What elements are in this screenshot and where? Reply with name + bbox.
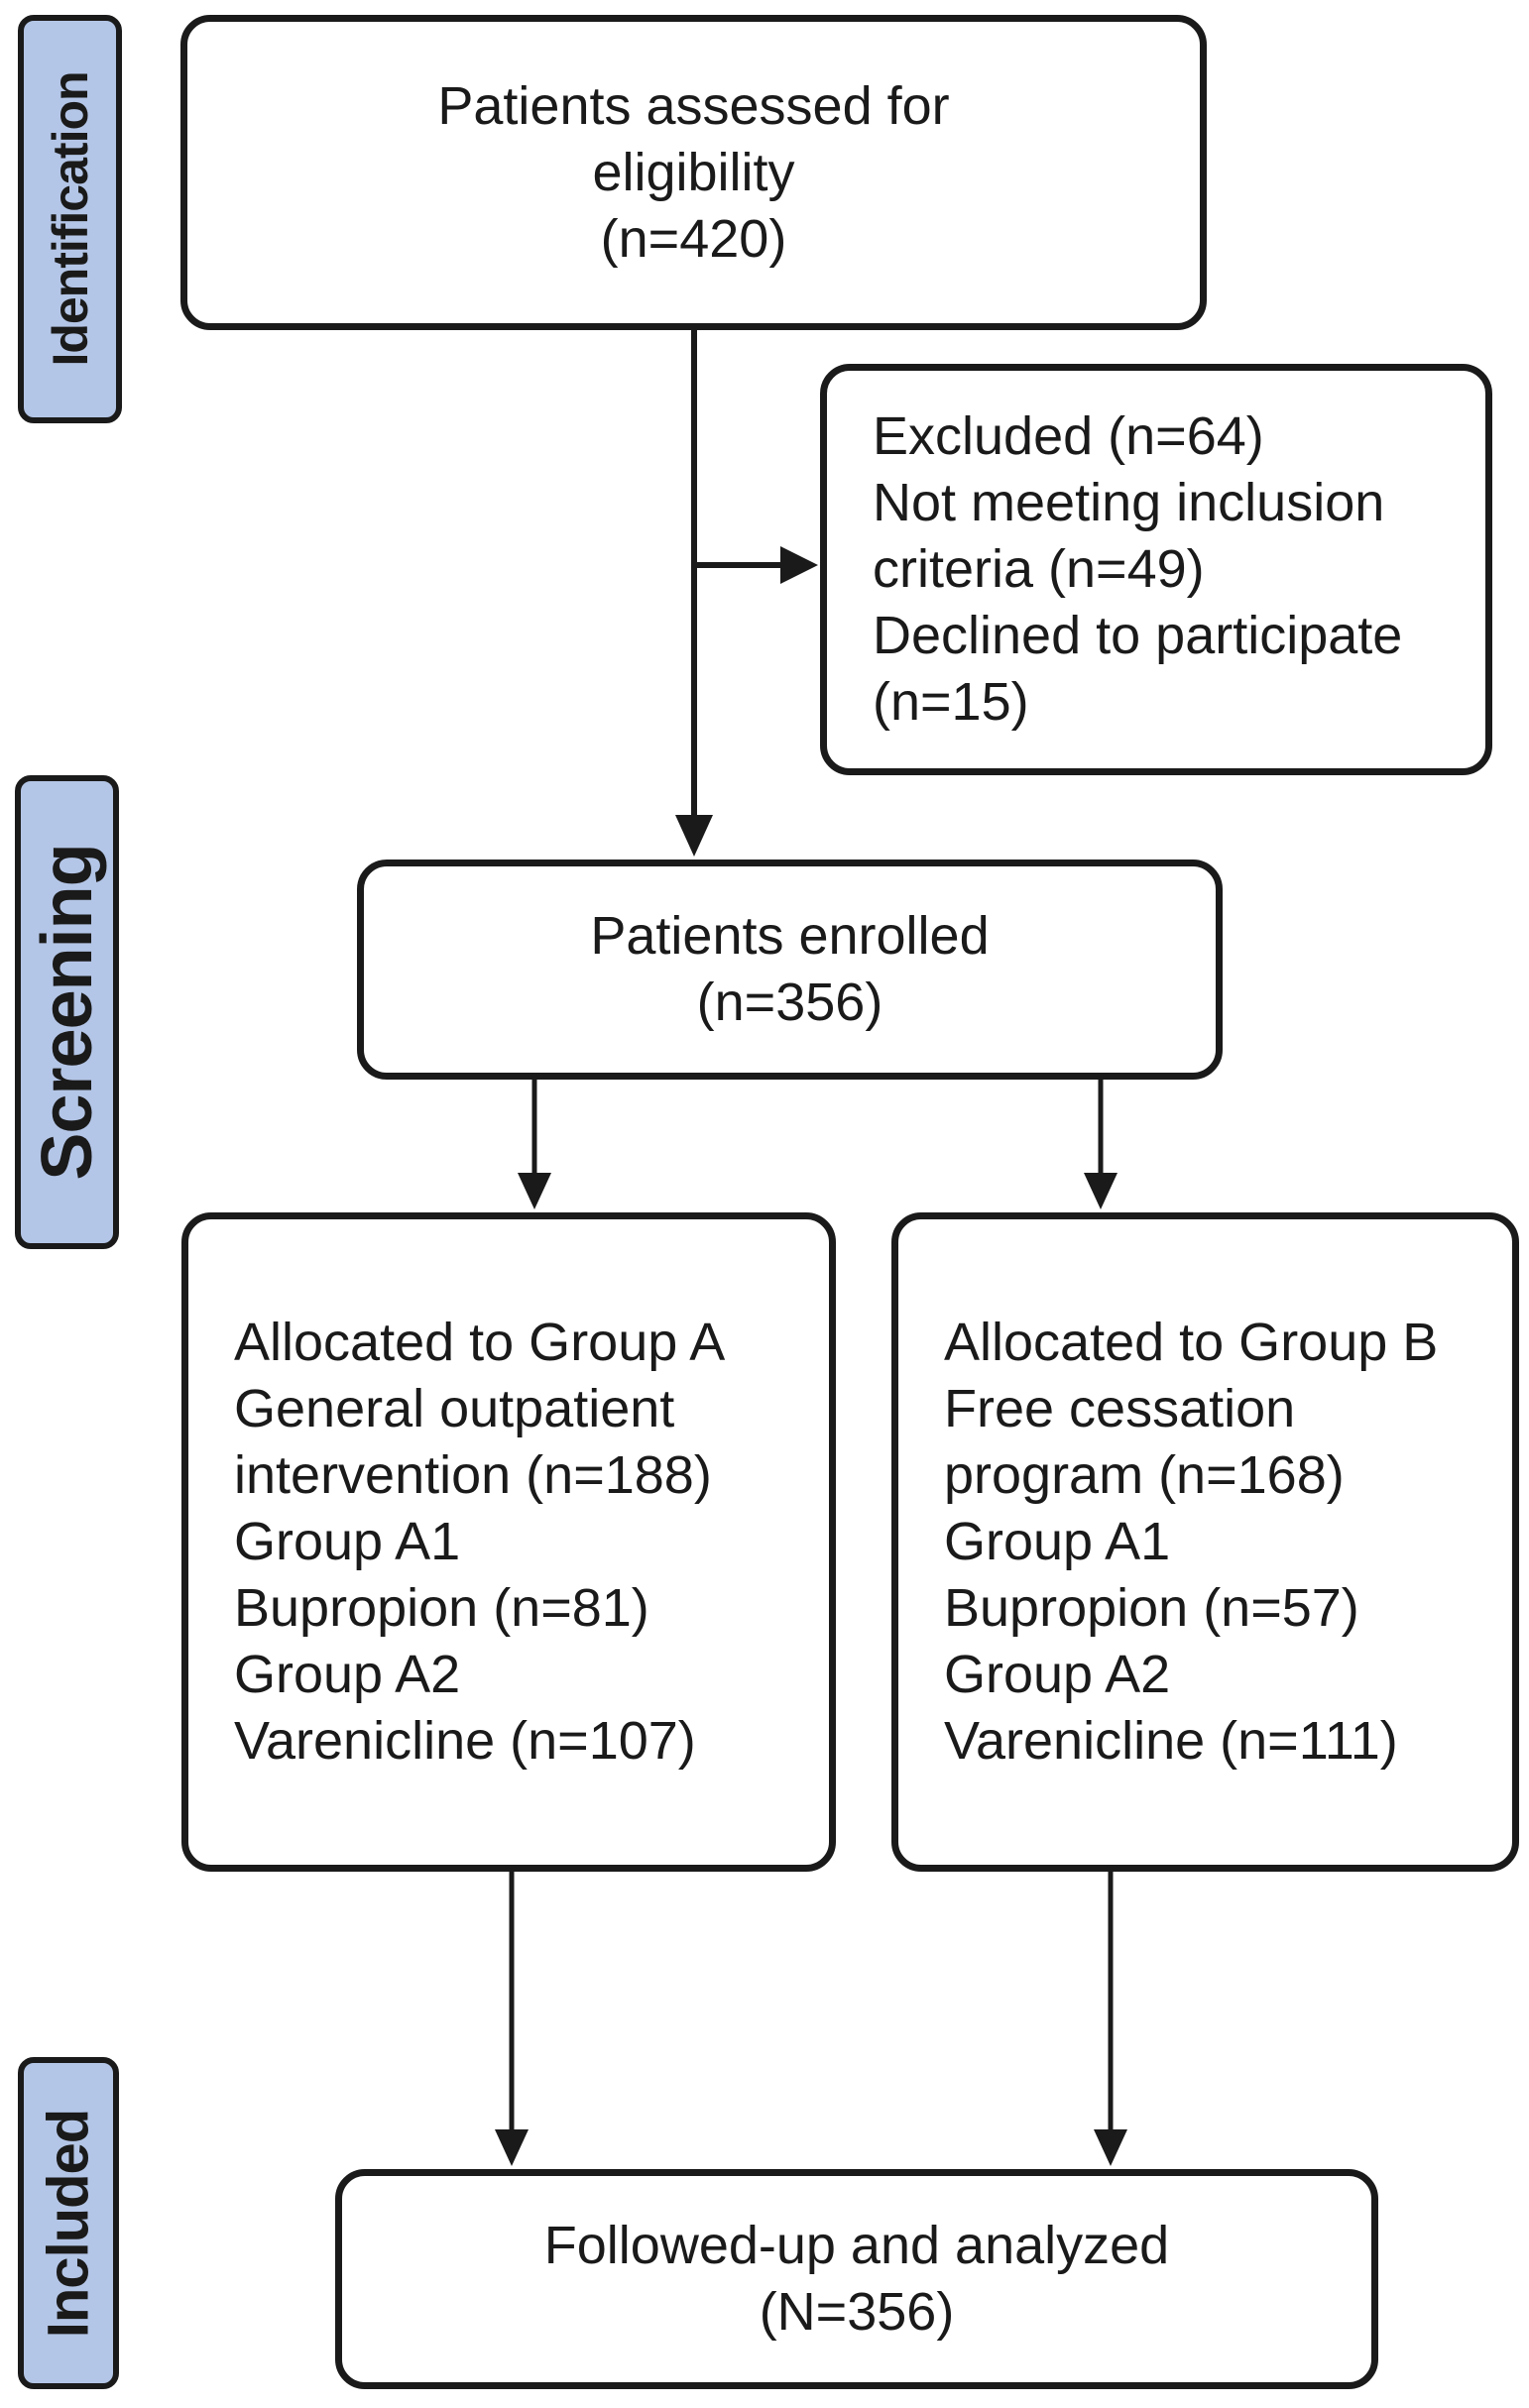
group-b-box-line: Varenicline (n=111) <box>944 1711 1398 1771</box>
group-a-box-line: General outpatient <box>234 1379 675 1438</box>
excluded-box-line: Excluded (n=64) <box>873 406 1264 466</box>
group-a-box-line: Group A1 <box>234 1512 461 1571</box>
enrolled-box-line: (n=356) <box>696 973 883 1032</box>
arrow-group-b-to-followed-head <box>1094 2129 1127 2166</box>
stage-label-identification-text: Identification <box>42 71 98 367</box>
excluded-box-line: Declined to participate <box>873 606 1403 665</box>
assessed-for-eligibility-box: Patients assessed for eligibility (n=420… <box>180 15 1207 330</box>
assessed-box-line: (n=420) <box>600 208 787 269</box>
excluded-box-line: (n=15) <box>873 672 1029 732</box>
allocated-group-a-box: Allocated to Group A General outpatient … <box>181 1212 836 1872</box>
group-b-box-line: program (n=168) <box>944 1445 1345 1505</box>
group-a-box-line: Bupropion (n=81) <box>234 1578 649 1638</box>
arrow-enrolled-to-group-b-head <box>1084 1173 1117 1209</box>
group-a-box-line: Allocated to Group A <box>234 1313 726 1372</box>
group-b-box-line: Group A2 <box>944 1645 1171 1704</box>
followed-up-analyzed-box: Followed-up and analyzed (N=356) <box>335 2169 1378 2389</box>
followed-box-line: (N=356) <box>759 2282 955 2342</box>
assessed-box-line: Patients assessed for <box>437 75 950 136</box>
arrow-group-a-to-followed-head <box>495 2129 529 2166</box>
stage-label-screening: Screening <box>15 775 119 1249</box>
excluded-box-line: criteria (n=49) <box>873 539 1205 599</box>
stage-label-screening-text: Screening <box>27 844 107 1181</box>
group-b-box-line: Free cessation <box>944 1379 1296 1438</box>
enrolled-box-line: Patients enrolled <box>590 906 990 966</box>
allocated-group-b-box: Allocated to Group B Free cessation prog… <box>891 1212 1519 1872</box>
excluded-box: Excluded (n=64) Not meeting inclusion cr… <box>820 364 1492 775</box>
enrolled-box: Patients enrolled (n=356) <box>357 860 1223 1080</box>
group-b-box-line: Bupropion (n=57) <box>944 1578 1359 1638</box>
followed-box-line: Followed-up and analyzed <box>543 2216 1170 2275</box>
excluded-box-line: Not meeting inclusion <box>873 473 1385 532</box>
arrow-to-excluded-head <box>780 546 818 584</box>
stage-label-included-text: Included <box>36 2109 101 2338</box>
stage-label-included: Included <box>18 2057 119 2389</box>
group-a-box-line: Varenicline (n=107) <box>234 1711 696 1771</box>
group-a-box-line: intervention (n=188) <box>234 1445 712 1505</box>
stage-label-identification: Identification <box>18 15 122 423</box>
group-b-box-line: Allocated to Group B <box>944 1313 1439 1372</box>
group-b-box-line: Group A1 <box>944 1512 1171 1571</box>
assessed-box-line: eligibility <box>592 142 795 202</box>
arrow-assessed-to-enrolled-head <box>675 815 713 857</box>
arrow-enrolled-to-group-a-head <box>518 1173 551 1209</box>
group-a-box-line: Group A2 <box>234 1645 461 1704</box>
